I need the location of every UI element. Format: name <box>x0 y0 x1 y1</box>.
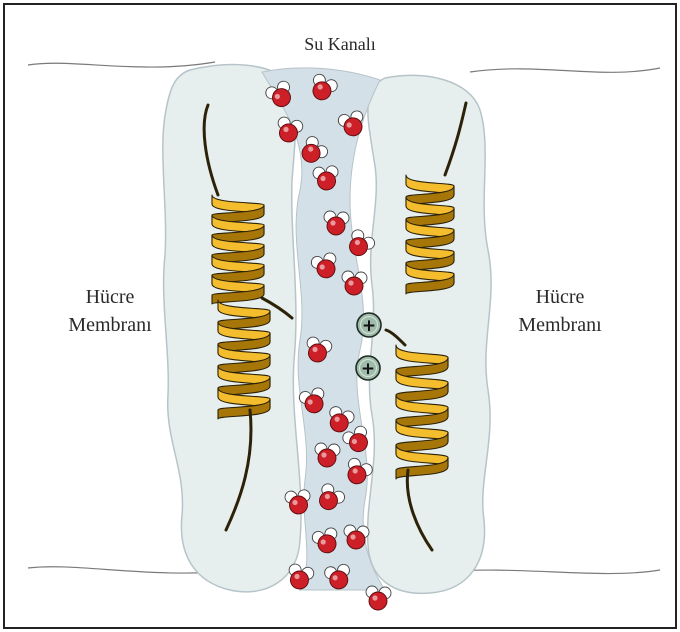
right-protein-subunit <box>368 75 492 593</box>
ion-charge-symbol: + <box>362 316 376 336</box>
left-membrane-label-line2: Membranı <box>40 311 180 339</box>
membrane-top-line-left <box>28 62 215 67</box>
positive-ion-icon: + <box>356 356 380 380</box>
right-membrane-label: Hücre Membranı <box>490 283 630 339</box>
left-membrane-label: Hücre Membranı <box>40 283 180 339</box>
water-channel-title: Su Kanalı <box>240 30 440 58</box>
ion-charge-symbol: + <box>361 359 375 379</box>
right-membrane-label-line1: Hücre <box>490 283 630 311</box>
left-membrane-label-line1: Hücre <box>40 283 180 311</box>
right-membrane-label-line2: Membranı <box>490 311 630 339</box>
membrane-top-line-right <box>470 68 660 72</box>
positive-ion-icon: + <box>357 313 381 337</box>
